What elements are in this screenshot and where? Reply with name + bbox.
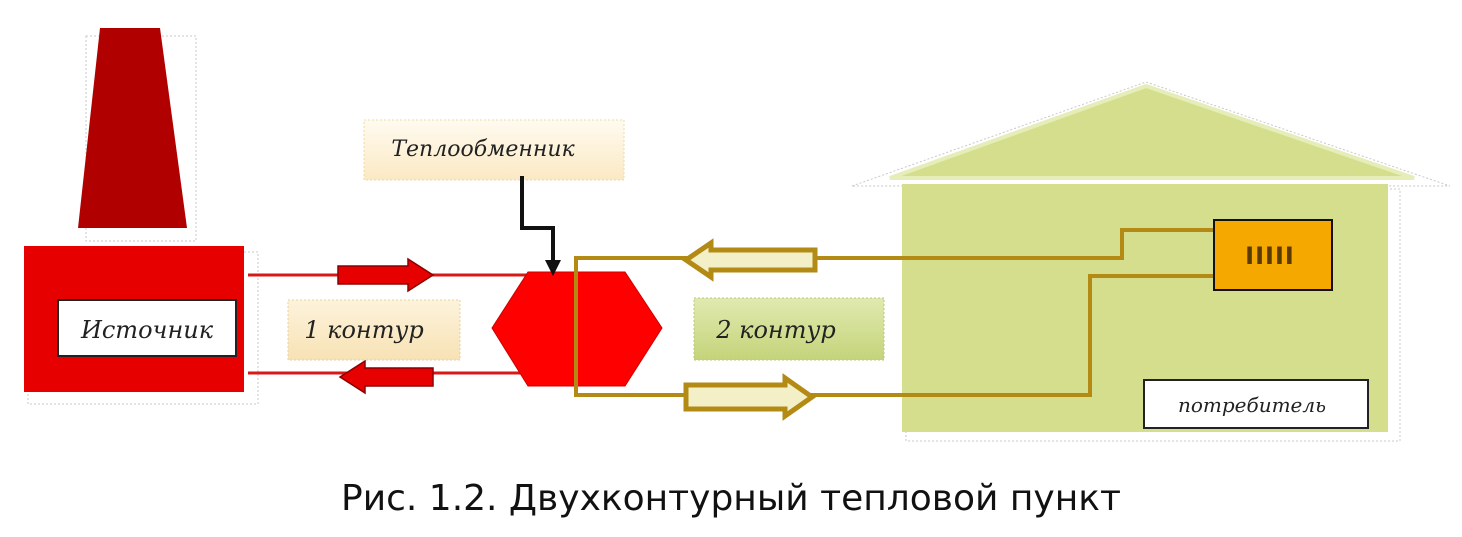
source-label: Источник xyxy=(80,316,214,344)
heat-exchanger-label: Теплообменник xyxy=(391,137,575,162)
circuit1-supply-arrow xyxy=(337,257,435,293)
circuit1-label-box: 1 контур xyxy=(287,299,461,361)
figure-caption: Рис. 1.2. Двухконтурный тепловой пункт xyxy=(341,478,1121,519)
heat-exchanger-label-box: Теплообменник xyxy=(363,119,625,181)
radiator: IIIII xyxy=(1213,219,1333,291)
circuit2-pipes xyxy=(574,228,1214,397)
circuit2-supply-arrow xyxy=(683,373,817,421)
consumer-label-box: потребитель xyxy=(1143,379,1369,429)
consumer-label: потребитель xyxy=(1178,393,1326,417)
circuit1-label: 1 контур xyxy=(304,316,424,344)
circuit2-label: 2 контур xyxy=(715,316,836,344)
circuit1-return-arrow xyxy=(338,359,434,395)
chimney xyxy=(78,28,197,242)
radiator-fins: IIIII xyxy=(1245,242,1295,270)
source-label-box xyxy=(57,299,237,357)
heat-exchanger-pointer xyxy=(520,176,561,276)
source-building: Источник xyxy=(24,246,259,405)
circuit2-return-arrow xyxy=(681,238,818,282)
heating-diagram: Источник 1 контур Теплообменник 2 контур xyxy=(24,28,1451,442)
circuit2-label-box: 2 контур xyxy=(693,297,885,361)
